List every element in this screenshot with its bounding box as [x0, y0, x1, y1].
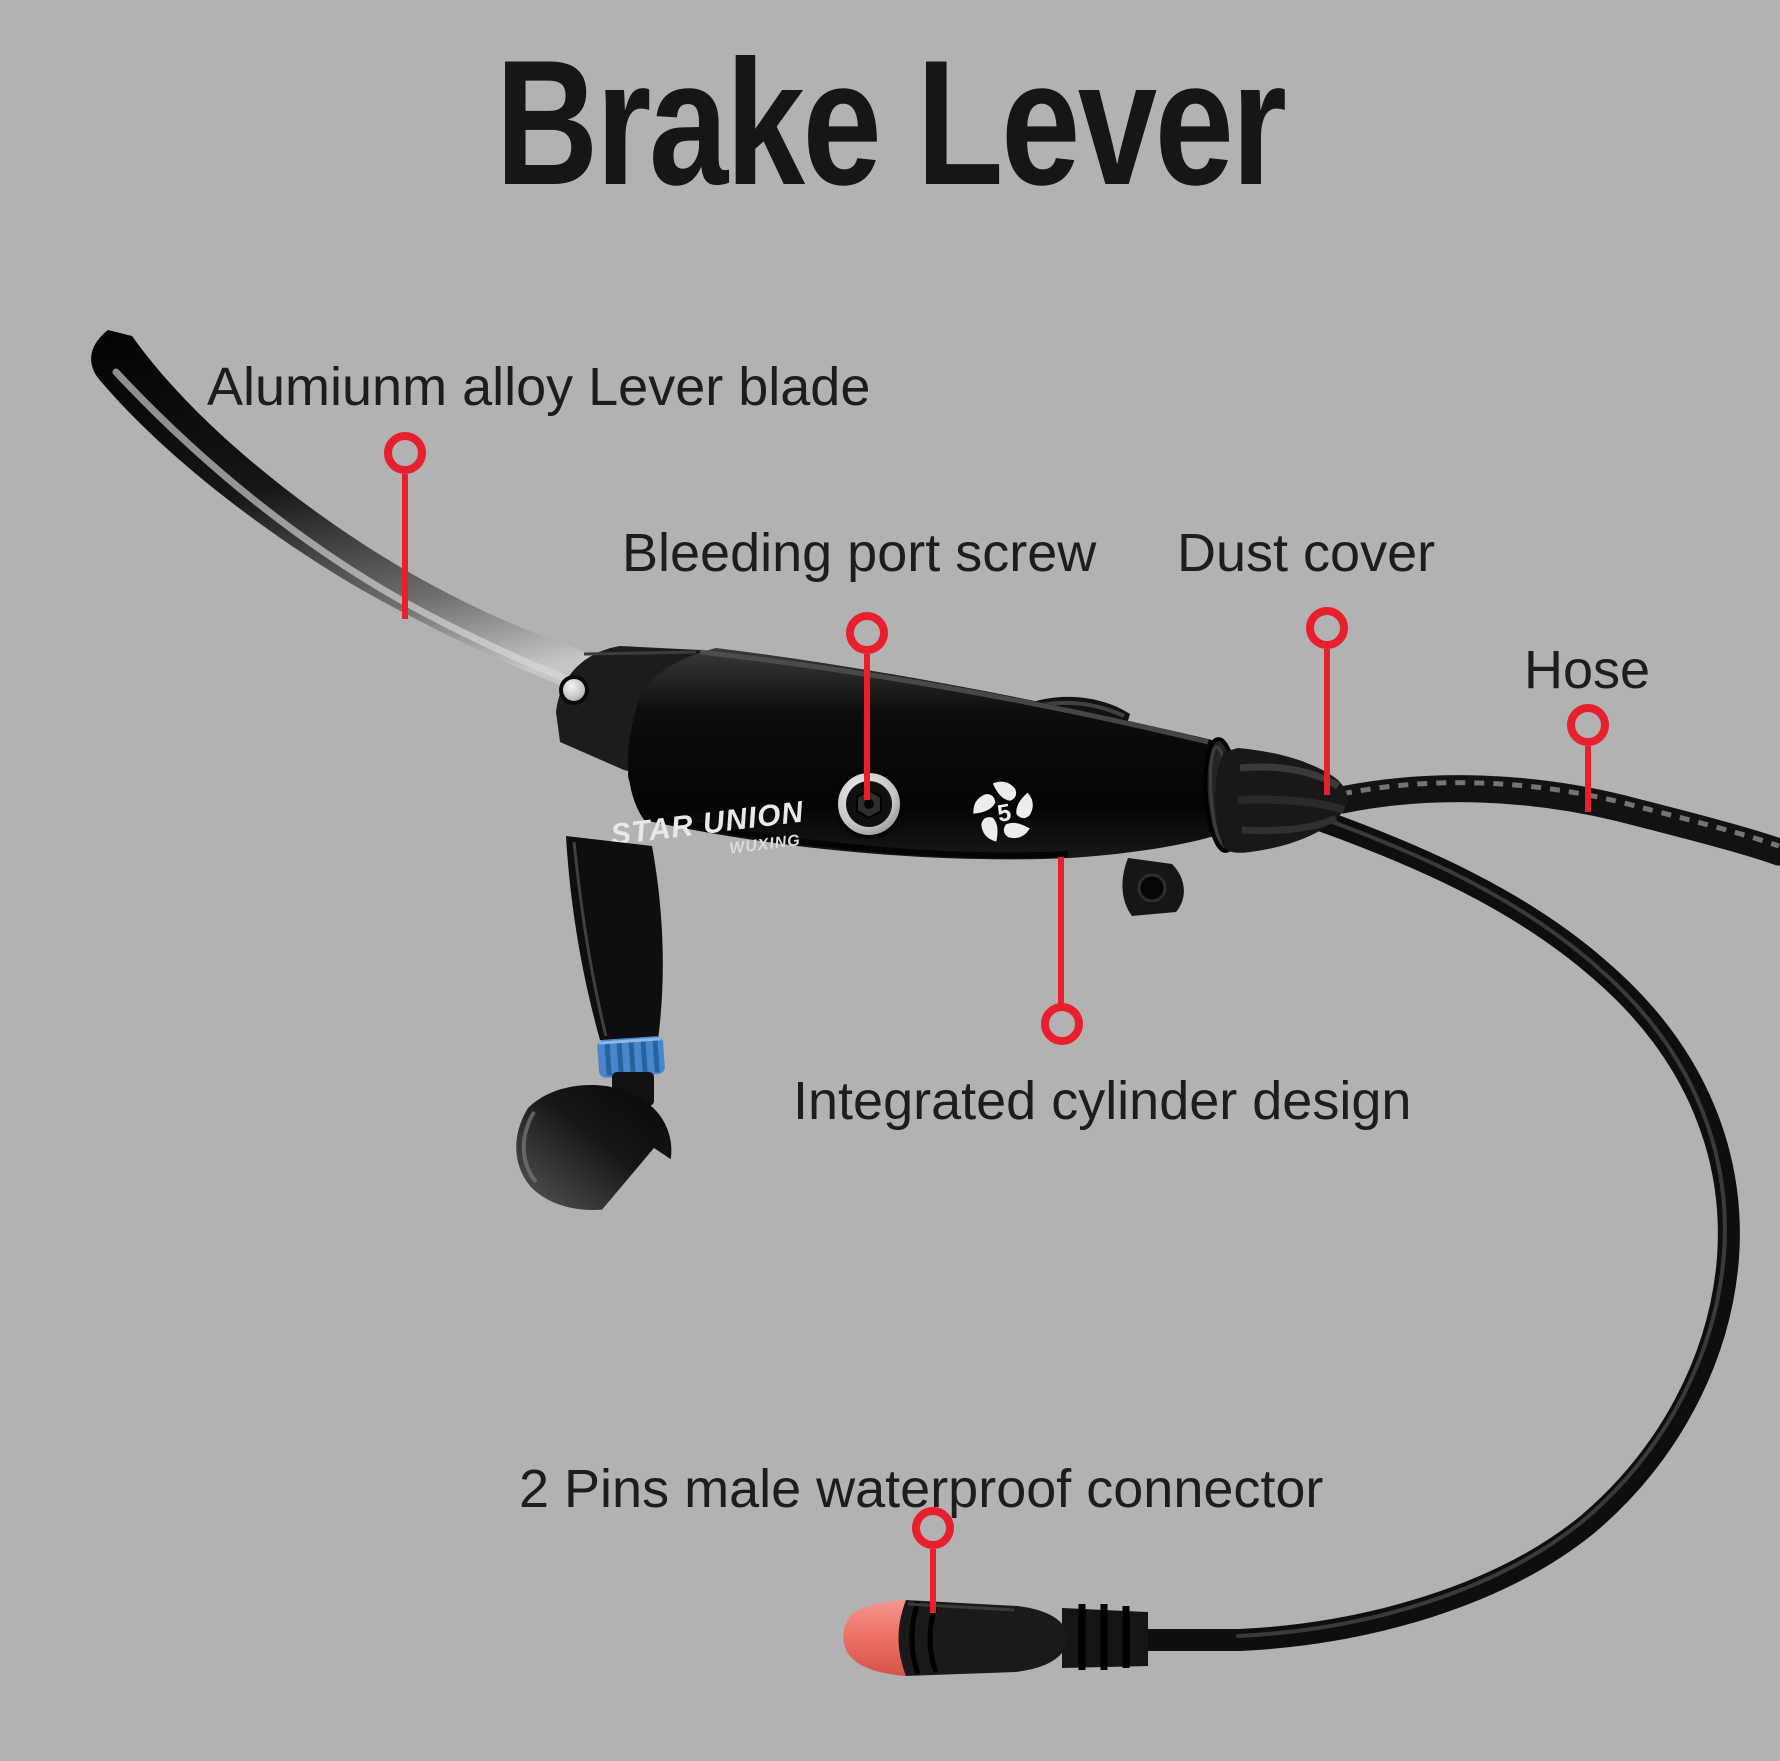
star-5-logo: 5 — [973, 781, 1033, 842]
callout-line-integrated-cylinder — [1058, 857, 1064, 1004]
callout-line-bleeding-port — [864, 654, 870, 800]
callout-circle-bleeding-port — [846, 612, 888, 654]
callout-circle-integrated-cylinder — [1041, 1003, 1083, 1045]
label-dust-cover: Dust cover — [1177, 523, 1436, 583]
blue-thread-adjuster — [597, 1036, 665, 1078]
master-cylinder-body — [628, 648, 1223, 860]
bleeding-port-screw-graphic — [834, 769, 904, 839]
label-waterproof-connector: 2 Pins male waterproof connector — [519, 1459, 1324, 1519]
label-hose: Hose — [1524, 640, 1651, 700]
hose-graphic — [1328, 775, 1780, 866]
clamp-arm — [566, 836, 663, 1040]
connector-red-cap — [843, 1600, 906, 1676]
callout-circle-dust-cover — [1306, 607, 1348, 649]
star-logo-number: 5 — [995, 799, 1013, 828]
label-integrated-cylinder: Integrated cylinder design — [793, 1071, 1412, 1131]
pivot-screw-top — [559, 675, 589, 705]
callout-circle-hose — [1567, 704, 1609, 746]
callout-circle-waterproof-connector — [912, 1507, 954, 1549]
body-bolt — [1122, 858, 1184, 916]
label-bleeding-port-screw: Bleeding port screw — [622, 523, 1097, 583]
handlebar-clamp — [516, 1084, 678, 1222]
wire-loop — [1139, 809, 1740, 1651]
callout-line-waterproof-connector — [930, 1549, 936, 1613]
callout-line-dust-cover — [1324, 649, 1330, 795]
connector-graphic — [843, 1600, 1148, 1676]
dust-cover-graphic — [1215, 748, 1348, 853]
callout-line-lever-blade — [402, 474, 408, 619]
callout-circle-lever-blade — [384, 432, 426, 474]
page-title: Brake Lever — [495, 23, 1287, 222]
label-lever-blade: Alumiunm alloy Lever blade — [207, 357, 871, 417]
callout-line-hose — [1585, 746, 1591, 812]
